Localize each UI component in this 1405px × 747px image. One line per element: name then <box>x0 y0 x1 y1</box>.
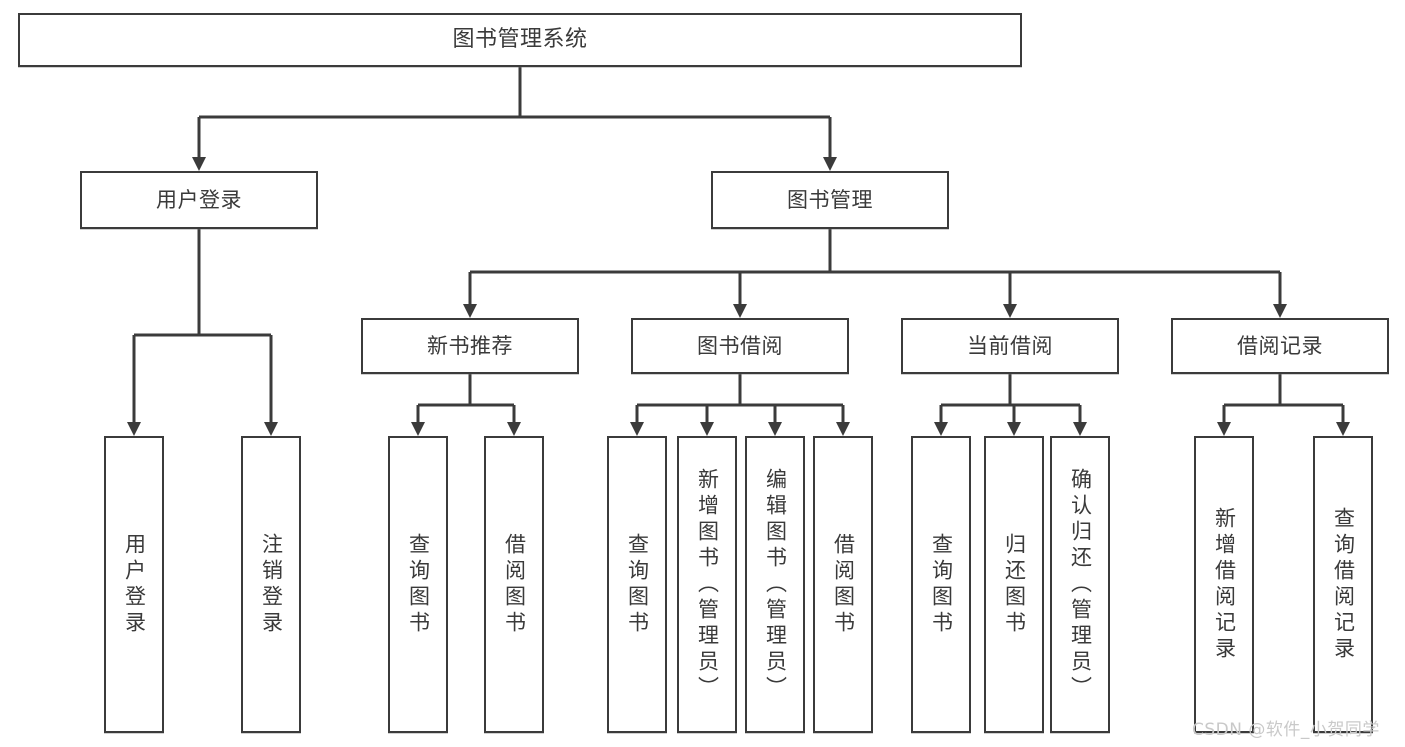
node-label: 查询借阅记录 <box>1331 506 1356 663</box>
node-l_login[interactable]: 用户登录 <box>104 436 164 733</box>
node-record[interactable]: 借阅记录 <box>1171 318 1389 374</box>
node-l_logout[interactable]: 注销登录 <box>241 436 301 733</box>
node-current[interactable]: 当前借阅 <box>901 318 1119 374</box>
node-l_q3[interactable]: 查询图书 <box>911 436 971 733</box>
node-label: 图书管理 <box>787 187 873 212</box>
node-l_add[interactable]: 新增图书（管理员） <box>677 436 737 733</box>
node-label: 确认归还（管理员） <box>1068 467 1093 702</box>
node-label: 新增图书（管理员） <box>695 467 720 702</box>
node-label: 查询图书 <box>406 532 431 637</box>
node-l_b2[interactable]: 借阅图书 <box>813 436 873 733</box>
node-label: 归还图书 <box>1002 532 1027 637</box>
node-label: 借阅图书 <box>831 532 856 637</box>
node-label: 注销登录 <box>259 532 284 637</box>
node-label: 图书借阅 <box>697 333 783 358</box>
node-l_q2[interactable]: 查询图书 <box>607 436 667 733</box>
node-root[interactable]: 图书管理系统 <box>18 13 1022 67</box>
node-bookmgmt[interactable]: 图书管理 <box>711 171 949 229</box>
node-l_b1[interactable]: 借阅图书 <box>484 436 544 733</box>
node-l_addrec[interactable]: 新增借阅记录 <box>1194 436 1254 733</box>
node-l_q1[interactable]: 查询图书 <box>388 436 448 733</box>
watermark: CSDN @软件_小贺同学 <box>1192 720 1380 740</box>
node-label: 新增借阅记录 <box>1212 506 1237 663</box>
node-newbook[interactable]: 新书推荐 <box>361 318 579 374</box>
node-l_return[interactable]: 归还图书 <box>984 436 1044 733</box>
node-l_qrec[interactable]: 查询借阅记录 <box>1313 436 1373 733</box>
node-label: 查询图书 <box>625 532 650 637</box>
node-label: 用户登录 <box>156 187 242 212</box>
node-label: 借阅记录 <box>1237 333 1323 358</box>
node-borrow[interactable]: 图书借阅 <box>631 318 849 374</box>
node-label: 查询图书 <box>929 532 954 637</box>
node-l_confirm[interactable]: 确认归还（管理员） <box>1050 436 1110 733</box>
node-label: 当前借阅 <box>967 333 1053 358</box>
node-label: 图书管理系统 <box>452 27 588 53</box>
node-label: 用户登录 <box>122 532 147 637</box>
node-label: 新书推荐 <box>427 333 513 358</box>
node-login[interactable]: 用户登录 <box>80 171 318 229</box>
node-label: 借阅图书 <box>502 532 527 637</box>
node-l_edit[interactable]: 编辑图书（管理员） <box>745 436 805 733</box>
node-label: 编辑图书（管理员） <box>763 467 788 702</box>
